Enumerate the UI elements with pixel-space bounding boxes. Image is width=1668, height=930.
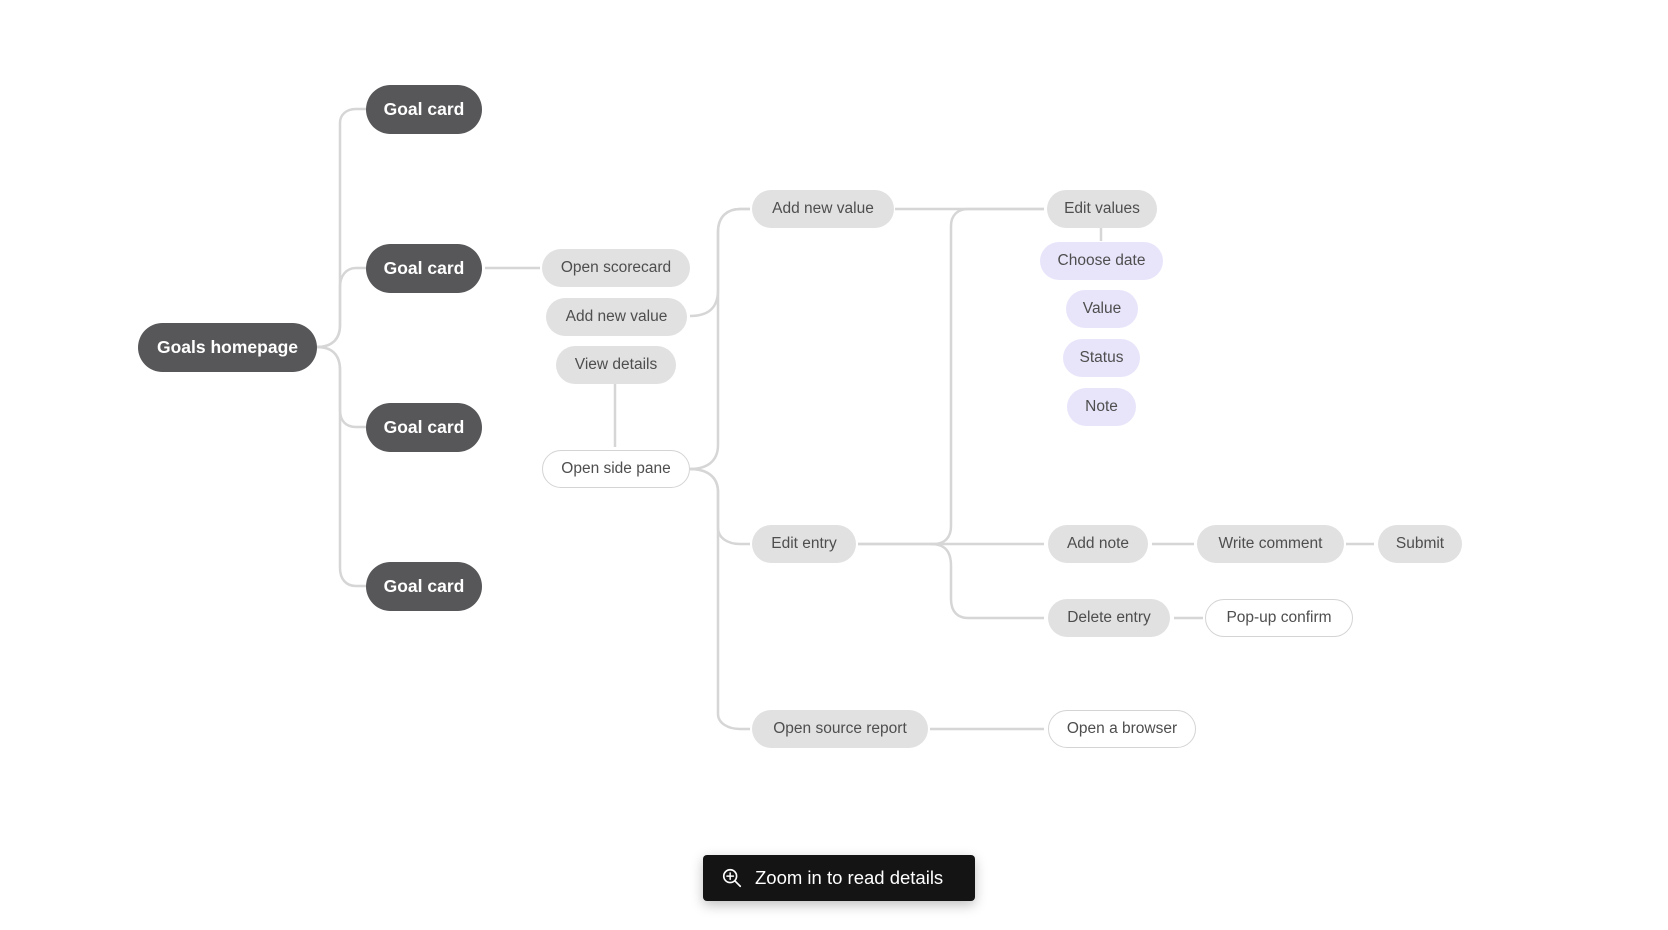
node-open-a-browser: Open a browser (1048, 710, 1196, 748)
node-add-new-value: Add new value (752, 190, 894, 228)
connector (858, 207, 1044, 546)
zoom-hint-label: Zoom in to read details (755, 867, 944, 888)
connector (689, 207, 750, 471)
node-open-side-pane: Open side pane (542, 450, 690, 488)
connector (929, 542, 1044, 620)
connector (316, 345, 366, 588)
root-node-goals-homepage: Goals homepage (138, 323, 317, 372)
connector (689, 207, 750, 318)
node-value: Value (1066, 290, 1138, 328)
node-popup-confirm: Pop-up confirm (1205, 599, 1353, 637)
zoom-hint-button[interactable]: Zoom in to read details (703, 855, 975, 901)
goal-card-node: Goal card (366, 244, 482, 293)
node-open-scorecard: Open scorecard (542, 249, 690, 287)
node-note: Note (1067, 388, 1136, 426)
node-view-details: View details (556, 346, 676, 384)
node-delete-entry: Delete entry (1048, 599, 1170, 637)
node-add-new-value-card: Add new value (546, 298, 687, 336)
node-edit-values: Edit values (1047, 190, 1157, 228)
connector (316, 266, 366, 349)
goal-card-node: Goal card (366, 85, 482, 134)
goal-card-node: Goal card (366, 403, 482, 452)
node-edit-entry: Edit entry (752, 525, 856, 563)
connector (689, 467, 750, 546)
connector (316, 345, 366, 429)
node-choose-date: Choose date (1040, 242, 1163, 280)
goal-card-node: Goal card (366, 562, 482, 611)
zoom-in-icon (722, 868, 742, 888)
connector (689, 467, 750, 731)
node-write-comment: Write comment (1197, 525, 1344, 563)
node-add-note: Add note (1048, 525, 1148, 563)
node-status: Status (1063, 339, 1140, 377)
node-open-source-report: Open source report (752, 710, 928, 748)
node-submit: Submit (1378, 525, 1462, 563)
connector (316, 107, 366, 349)
